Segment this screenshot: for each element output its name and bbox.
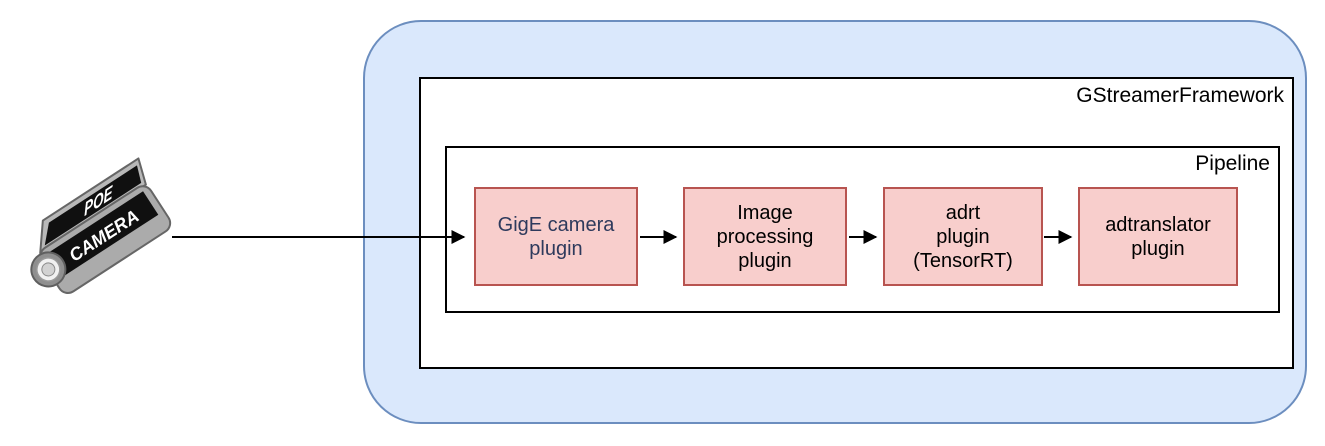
plugin-box-adrt: adrt plugin (TensorRT) <box>883 187 1043 286</box>
camera-top-panel <box>44 165 142 246</box>
poe-camera-icon: POE CAMERA <box>30 157 172 294</box>
plugin-box-image-processing: Image processing plugin <box>683 187 847 286</box>
plugin-box-gige-camera: GigE camera plugin <box>474 187 638 286</box>
plugin-label-adtranslator: adtranslator plugin <box>1105 213 1211 260</box>
plugin-box-adtranslator: adtranslator plugin <box>1078 187 1238 286</box>
plugin-label-gige-camera: GigE camera plugin <box>497 213 615 260</box>
camera-side-panel <box>46 191 159 278</box>
camera-lens <box>30 251 67 288</box>
plugin-label-adrt: adrt plugin (TensorRT) <box>913 201 1013 272</box>
plugin-label-image-processing: Image processing plugin <box>716 201 814 272</box>
gstreamer-framework-label: GStreamerFramework <box>1076 84 1284 107</box>
pipeline-label: Pipeline <box>1195 152 1270 175</box>
